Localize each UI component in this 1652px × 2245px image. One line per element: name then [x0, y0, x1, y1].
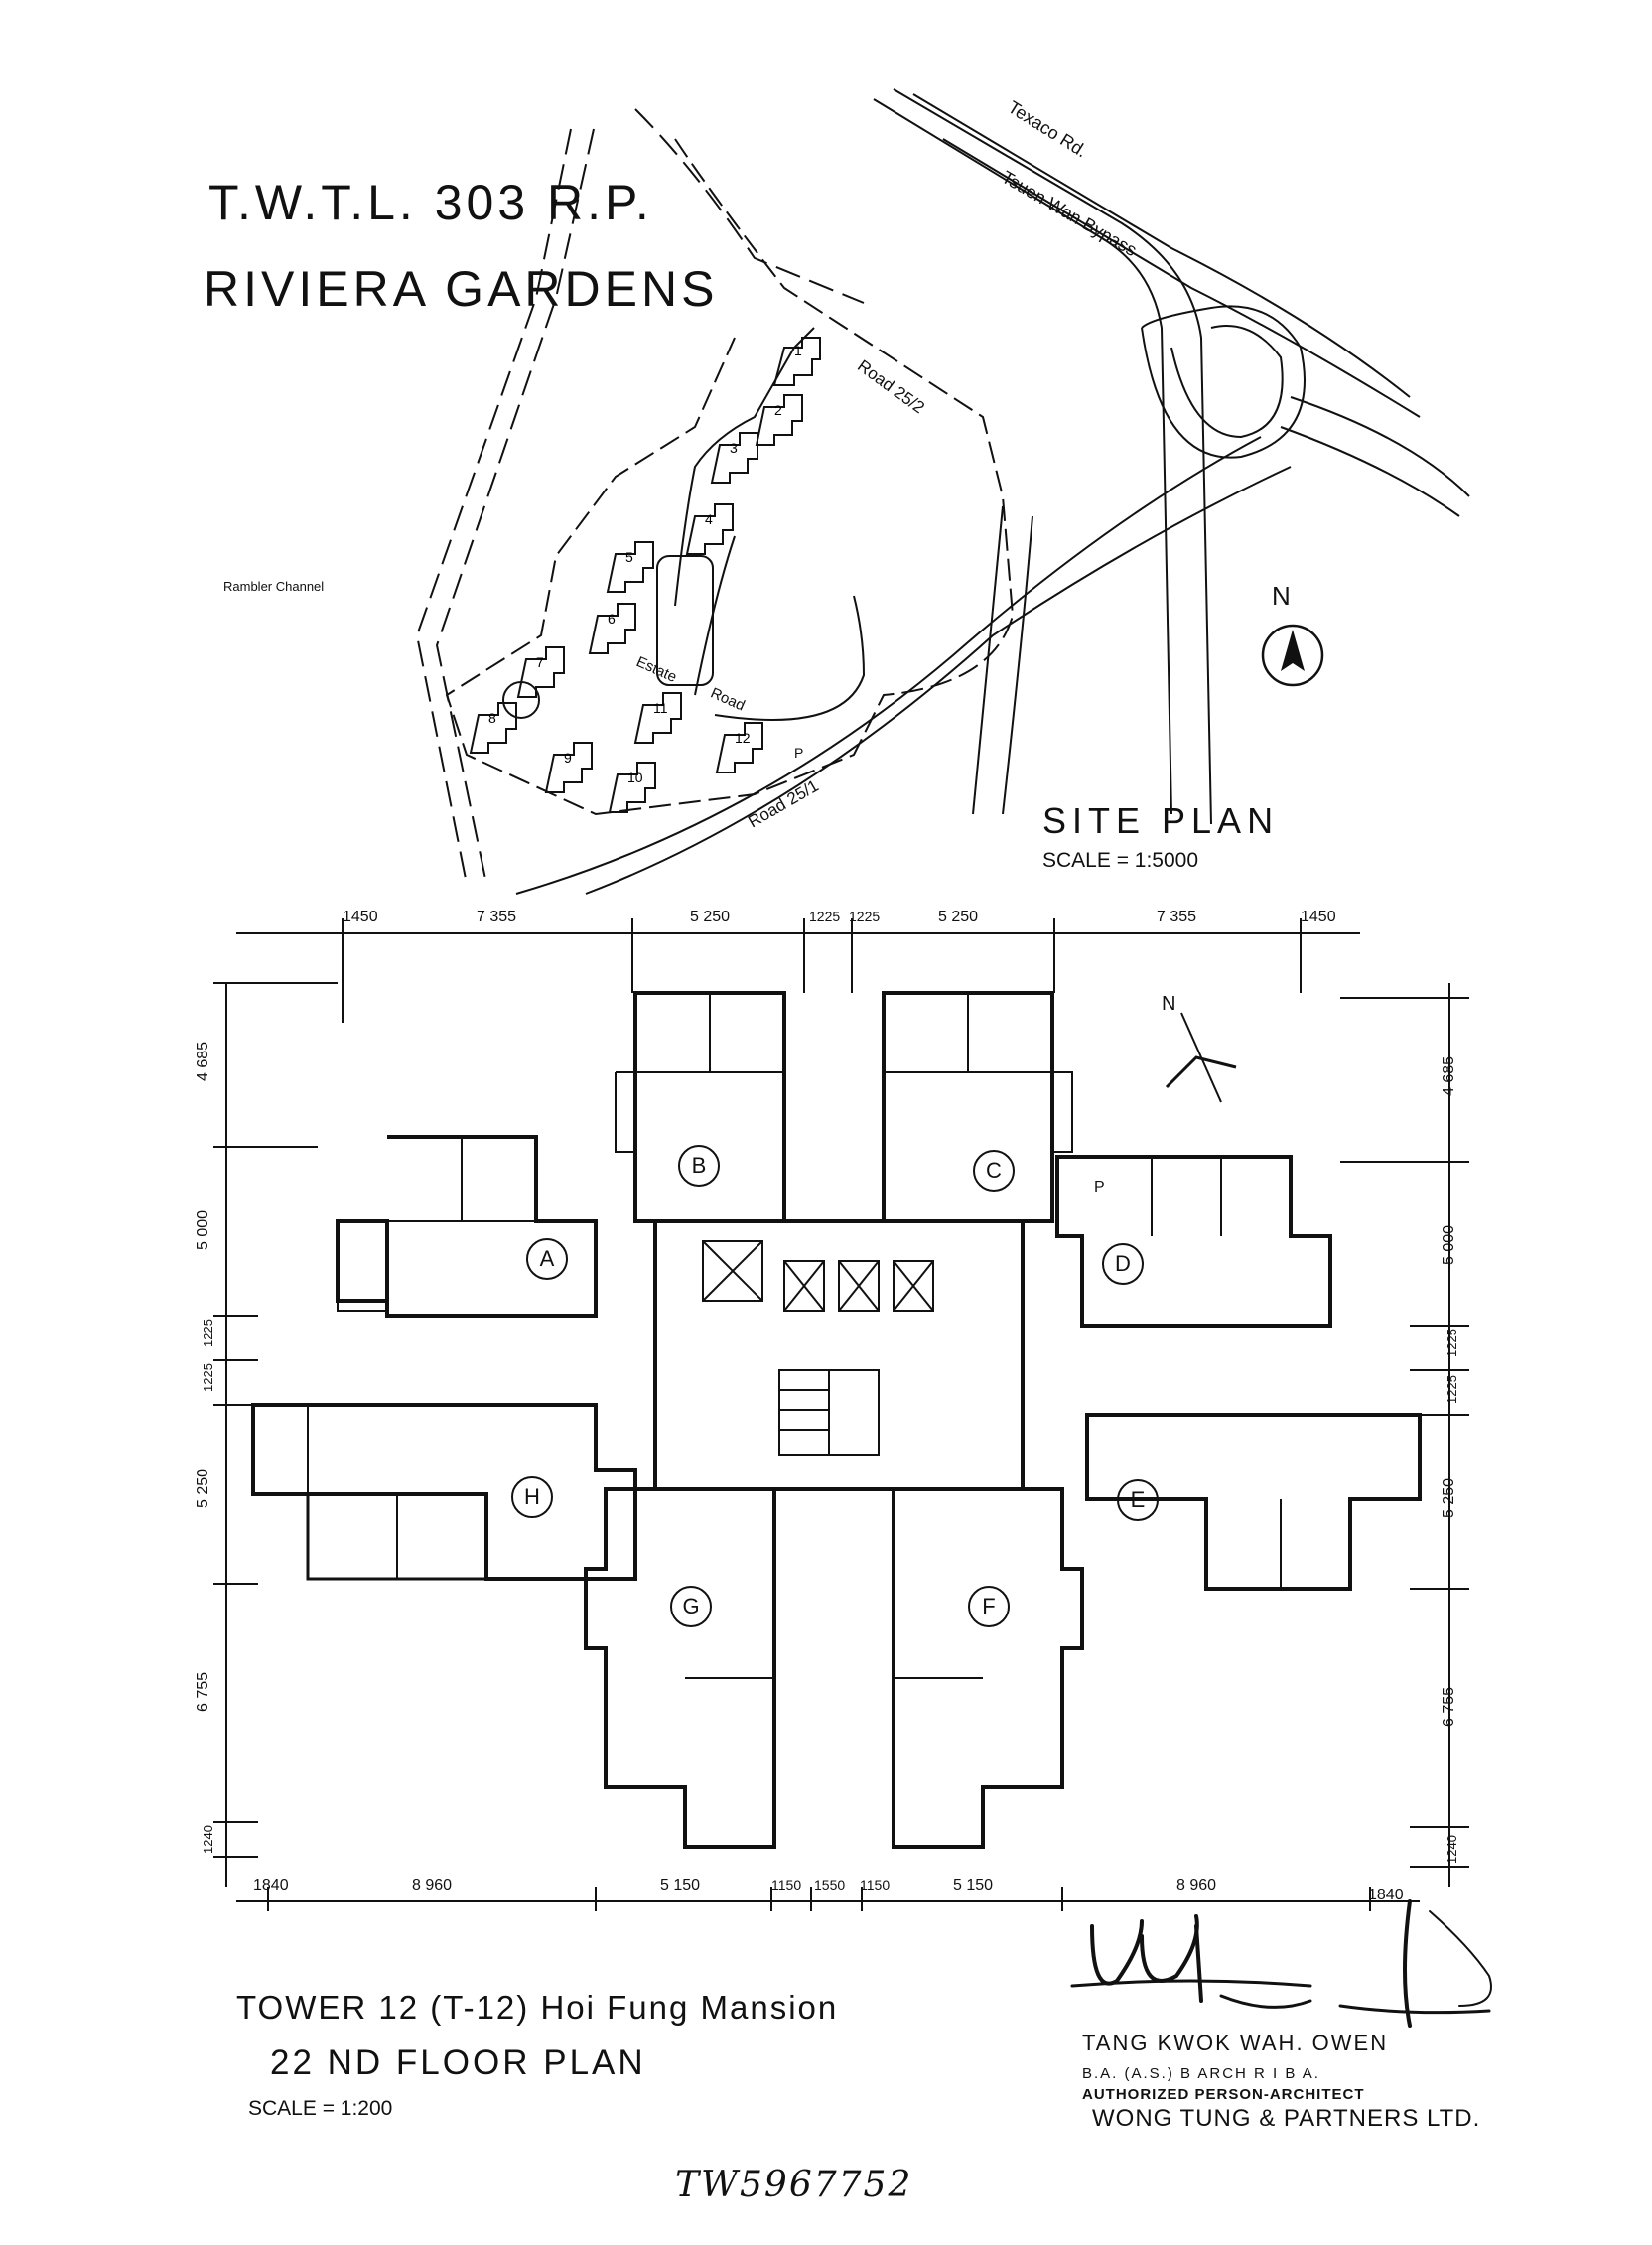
block-6 [588, 603, 636, 654]
floor-caption: 22 ND FLOOR PLAN [270, 2043, 646, 2082]
dim-left: 1240 [200, 1825, 215, 1854]
estate-title: RIVIERA GARDENS [204, 261, 719, 317]
architect-quals: B.A. (A.S.) B ARCH R I B A. [1082, 2065, 1320, 2082]
parking-mark: P [794, 745, 804, 761]
site-plan-scale: SCALE = 1:5000 [1042, 849, 1199, 872]
block-8 [469, 702, 517, 754]
room-mark: P [1094, 1179, 1105, 1195]
block-number-5: 5 [625, 549, 633, 565]
dim-bottom: 1150 [771, 1877, 802, 1893]
block-number-8: 8 [488, 710, 496, 726]
block-11 [633, 692, 682, 744]
site-north-arrow [1261, 624, 1324, 687]
block-number-9: 9 [564, 750, 572, 766]
dim-left: 1225 [200, 1363, 215, 1392]
reference-number: TW5967752 [675, 2165, 913, 2205]
dim-top: 5 250 [938, 909, 979, 925]
block-number-12: 12 [735, 730, 751, 746]
dim-right: 1225 [1444, 1329, 1459, 1357]
dim-top: 1450 [343, 909, 378, 925]
dim-top: 7 355 [1157, 909, 1197, 925]
block-number-4: 4 [705, 511, 713, 527]
unit-d-label: D [1102, 1243, 1144, 1285]
unit-b-label: B [678, 1145, 720, 1187]
dim-bottom: 5 150 [660, 1877, 701, 1894]
unit-c-label: C [973, 1150, 1015, 1192]
block-number-2: 2 [774, 402, 782, 418]
dim-bottom: 8 960 [412, 1877, 453, 1894]
block-1 [772, 337, 821, 386]
block-2 [755, 394, 803, 446]
dim-left: 6 755 [195, 1671, 212, 1713]
channel-label: Rambler Channel [223, 579, 325, 594]
block-9 [544, 742, 593, 793]
dim-top: 1450 [1301, 909, 1336, 925]
block-number-10: 10 [627, 770, 643, 785]
dim-left: 1225 [200, 1319, 215, 1347]
dim-right: 4 685 [1441, 1055, 1458, 1097]
tower-caption: TOWER 12 (T-12) Hoi Fung Mansion [236, 1989, 839, 2026]
dim-right: 1240 [1444, 1835, 1459, 1864]
dim-bottom: 1150 [860, 1877, 891, 1893]
dim-right: 6 755 [1441, 1686, 1458, 1728]
block-10 [608, 762, 656, 813]
dim-top: 7 355 [477, 909, 517, 925]
dim-bottom: 8 960 [1176, 1877, 1217, 1894]
dim-top: 1225 [849, 909, 881, 924]
block-5 [606, 541, 654, 593]
architect-role: AUTHORIZED PERSON-ARCHITECT [1082, 2086, 1365, 2103]
dim-left: 5 250 [195, 1468, 212, 1509]
dim-right: 5 250 [1441, 1477, 1458, 1519]
architect-firm: WONG TUNG & PARTNERS LTD. [1092, 2105, 1481, 2132]
floor-north-arrow [1165, 1012, 1237, 1103]
unit-a-label: A [526, 1238, 568, 1280]
block-3 [710, 432, 758, 484]
block-number-7: 7 [536, 654, 544, 670]
block-4 [685, 503, 734, 555]
unit-f-label: F [968, 1586, 1010, 1627]
site-north-label: N [1272, 581, 1291, 611]
block-7 [516, 646, 565, 698]
block-12 [715, 722, 763, 773]
unit-e-label: E [1117, 1479, 1159, 1521]
dim-bottom: 1840 [1368, 1887, 1404, 1903]
dim-top: 1225 [809, 909, 841, 924]
floor-north-label: N [1162, 993, 1176, 1015]
unit-g-label: G [670, 1586, 712, 1627]
floor-scale: SCALE = 1:200 [248, 2097, 393, 2120]
dim-right: 1225 [1444, 1375, 1459, 1404]
block-number-3: 3 [730, 440, 738, 456]
dim-bottom: 5 150 [953, 1877, 994, 1894]
block-number-11: 11 [653, 700, 668, 716]
lot-title: T.W.T.L. 303 R.P. [208, 175, 653, 230]
dim-left: 4 685 [195, 1041, 212, 1082]
unit-h-label: H [511, 1476, 553, 1518]
dim-top: 5 250 [690, 909, 731, 925]
architect-name: TANG KWOK WAH. OWEN [1082, 2031, 1389, 2055]
dim-bottom: 1840 [253, 1877, 289, 1894]
dim-right: 5 000 [1441, 1224, 1458, 1266]
block-number-1: 1 [794, 343, 802, 358]
block-number-6: 6 [608, 611, 616, 627]
site-plan-label: SITE PLAN [1042, 800, 1280, 841]
dim-left: 5 000 [195, 1209, 212, 1251]
dim-bottom: 1550 [814, 1877, 846, 1893]
